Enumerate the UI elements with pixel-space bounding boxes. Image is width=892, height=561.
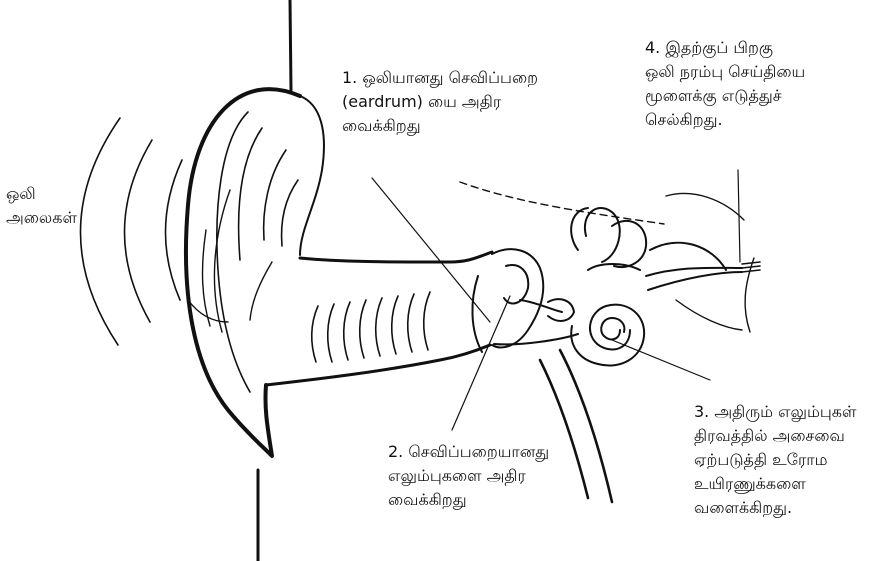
step-1-label: 1. ஒலியானது செவிப்பறை (eardrum) யை அதிர …	[342, 66, 538, 138]
leader-step3	[612, 340, 710, 380]
leader-step2	[452, 296, 510, 430]
step-3-label: 3. அதிரும் எலும்புகள் திரவத்தில் அசைவை ஏ…	[694, 400, 856, 520]
sound-waves	[80, 118, 182, 345]
auditory-nerve	[742, 262, 760, 272]
leader-step1	[372, 178, 490, 322]
step-4-label: 4. இதற்குப் பிறகு ஒலி நரம்பு செய்தியை மூ…	[645, 36, 805, 132]
pinna	[186, 89, 324, 456]
sound-waves-label: ஒலி அலைகள்	[6, 182, 77, 230]
canal-ridges	[312, 292, 430, 362]
middle-ear	[472, 249, 578, 352]
cochlea	[571, 305, 644, 366]
step-2-label: 2. செவிப்பறையானது எலும்புகளை அதிர வைக்கி…	[388, 440, 549, 512]
inner-ear	[571, 208, 742, 366]
ear-canal	[266, 252, 492, 385]
auditory-tube	[540, 350, 612, 502]
head-outline	[258, 0, 291, 561]
